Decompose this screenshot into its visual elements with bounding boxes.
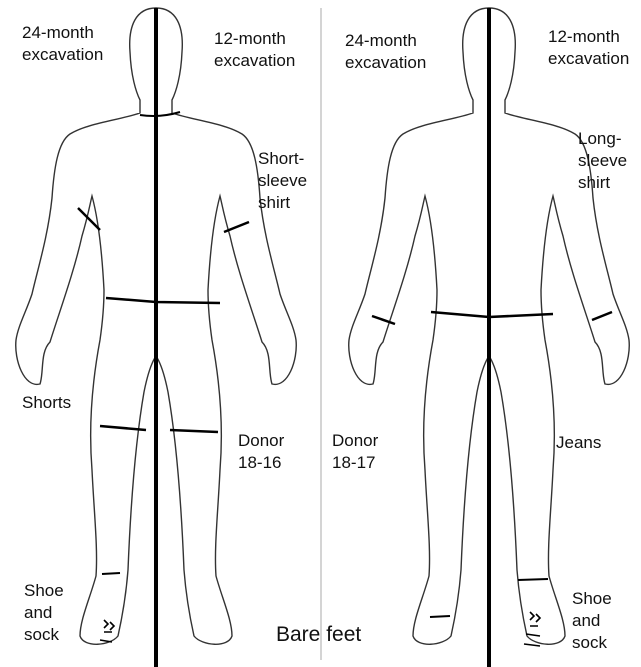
left-lower-clothing-label: Shorts <box>22 392 71 414</box>
right-sock-line <box>518 579 548 580</box>
right-bare-ankle-line <box>430 616 450 617</box>
right-footwear-label: Shoe and sock <box>572 588 612 654</box>
left-waist-line <box>106 298 220 303</box>
right-12-month-label: 12-month excavation <box>548 26 629 70</box>
right-sleeve-mark-right <box>592 312 612 320</box>
left-24-month-label: 24-month excavation <box>22 22 103 66</box>
left-footwear-label: Shoe and sock <box>24 580 64 646</box>
left-sock-line <box>102 573 120 574</box>
left-upper-clothing-label: Short- sleeve shirt <box>258 148 307 214</box>
right-waist-line <box>431 312 553 317</box>
left-donor-label: Donor 18-16 <box>238 430 284 474</box>
right-donor-label: Donor 18-17 <box>332 430 378 474</box>
left-shoe-lace-marks <box>100 620 114 642</box>
panel-divider <box>320 8 322 660</box>
left-12-month-label: 12-month excavation <box>214 28 295 72</box>
bare-feet-label: Bare feet <box>276 622 361 648</box>
left-body-figure <box>16 8 297 667</box>
left-collar-line <box>140 112 180 116</box>
right-24-month-label: 24-month excavation <box>345 30 426 74</box>
right-body-figure <box>349 8 630 667</box>
right-upper-clothing-label: Long- sleeve shirt <box>578 128 627 194</box>
right-lower-clothing-label: Jeans <box>556 432 601 454</box>
left-shorts-hem-right <box>170 430 218 432</box>
